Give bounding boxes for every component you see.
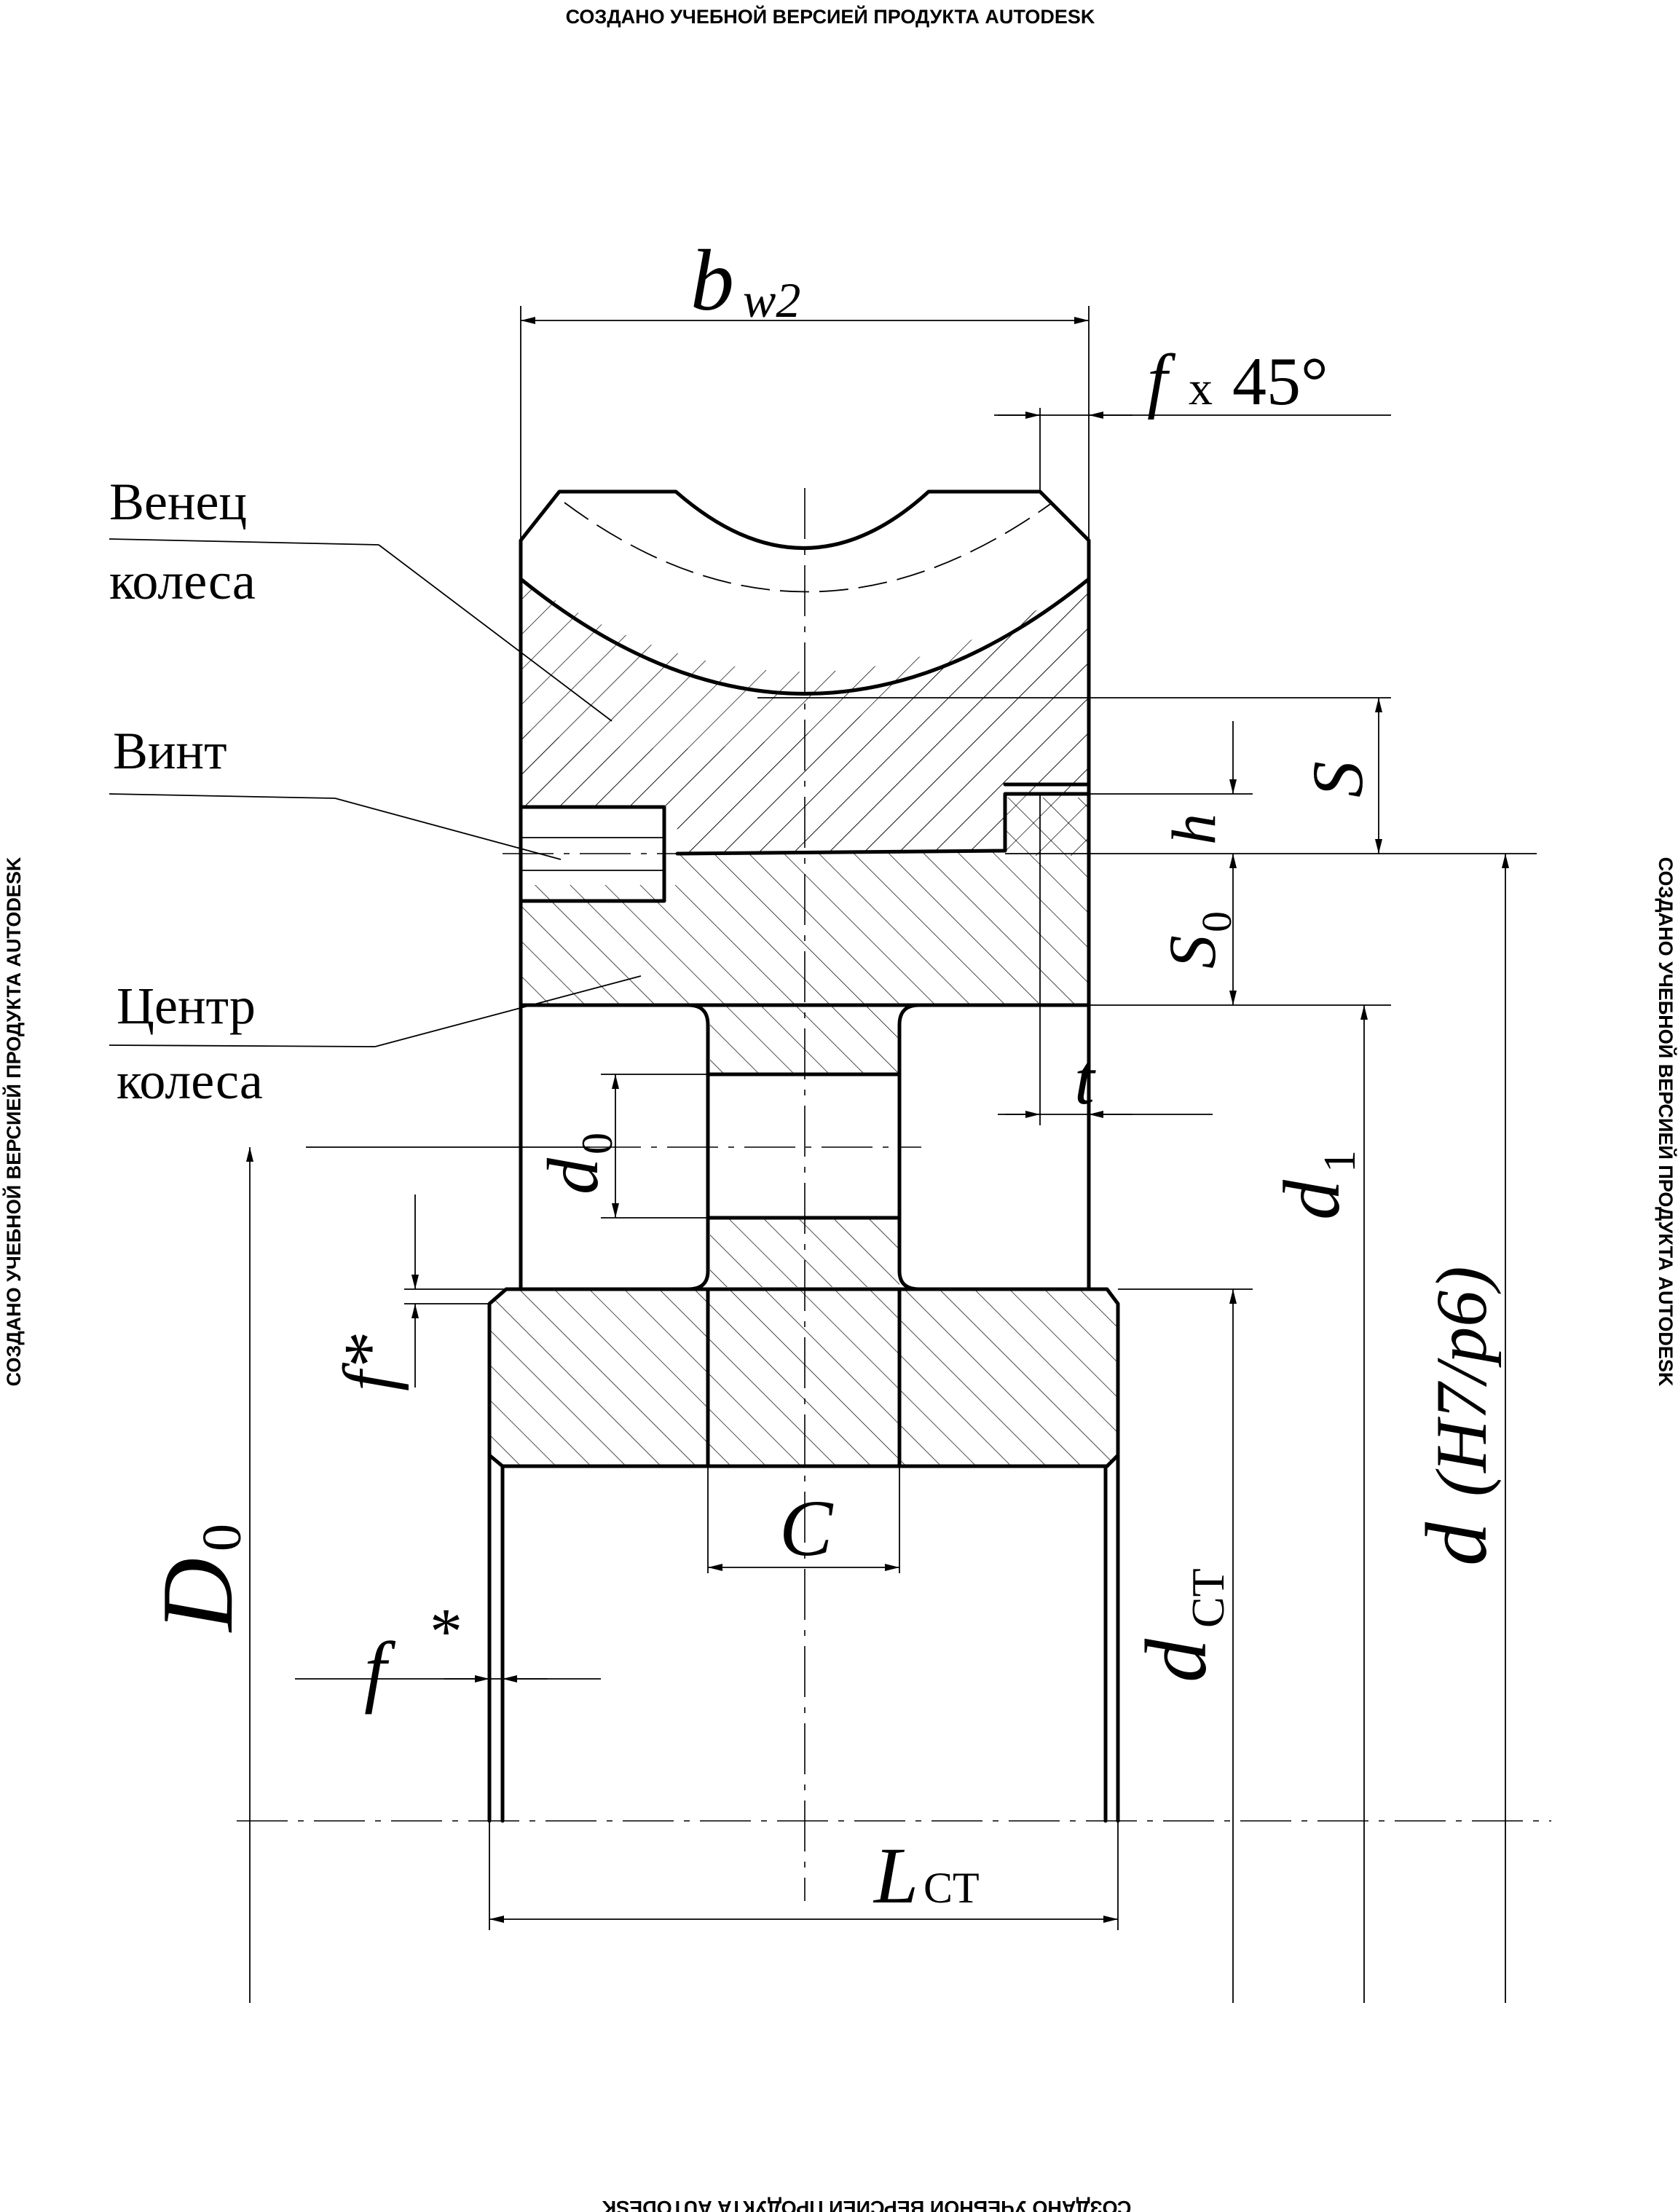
label-center-line1: Центр bbox=[117, 977, 256, 1035]
rim-groove-arc bbox=[519, 577, 1091, 696]
dim-label-D0-sub: 0 bbox=[192, 1524, 253, 1551]
label-rim-line2: колеса bbox=[109, 552, 256, 610]
rim-hatch-main bbox=[521, 579, 1089, 854]
leader-center-2 bbox=[374, 975, 642, 1047]
label-rim-line1: Венец bbox=[109, 473, 247, 531]
leader-screw-2 bbox=[334, 798, 562, 860]
dim-label-chamfer-x: x bbox=[1189, 362, 1213, 415]
dim-label-bw2: b bbox=[690, 232, 734, 328]
dim-label-fstar-v: f* bbox=[328, 1334, 409, 1391]
dim-label-d0: d bbox=[532, 1157, 613, 1194]
dim-label-S0-sub: 0 bbox=[1193, 911, 1240, 932]
leader-center bbox=[109, 1044, 376, 1047]
label-screw: Винт bbox=[113, 722, 227, 780]
dim-label-fstar-h: f bbox=[364, 1626, 396, 1715]
label-center-line2: колеса bbox=[117, 1052, 263, 1110]
dim-label-Lst-sub: СТ bbox=[923, 1864, 980, 1912]
pitch-arc bbox=[564, 502, 1053, 593]
dim-label-D0: D bbox=[141, 1558, 254, 1633]
rim-outline bbox=[519, 489, 1091, 1291]
dim-label-d0-sub: 0 bbox=[573, 1133, 621, 1154]
watermark-bottom: СОЗДАНО УЧЕБНОЙ ВЕРСИЕЙ ПРОДУКТА AUTODES… bbox=[602, 2197, 1131, 2212]
leader-rim-2 bbox=[378, 544, 612, 722]
dim-label-fit-spec: (H7/p6) bbox=[1421, 1266, 1502, 1497]
dim-label-dst-sub: СТ bbox=[1182, 1568, 1234, 1628]
dim-label-chamfer-angle: 45° bbox=[1232, 344, 1328, 420]
rim-center-boundary bbox=[675, 792, 1091, 856]
dim-label-d-fit: d bbox=[1408, 1522, 1505, 1566]
dim-label-S0: S bbox=[1155, 935, 1229, 969]
dim-label-t: t bbox=[1074, 1039, 1096, 1119]
dim-label-C: C bbox=[779, 1484, 834, 1573]
dim-label-Lst: L bbox=[873, 1831, 918, 1920]
dim-label-S: S bbox=[1297, 761, 1378, 798]
watermark-right: СОЗДАНО УЧЕБНОЙ ВЕРСИЕЙ ПРОДУКТА AUTODES… bbox=[1655, 857, 1677, 1387]
dim-label-fstar-h-star: * bbox=[430, 1596, 462, 1668]
dim-label-bw2-sub: w2 bbox=[743, 272, 800, 328]
leader-screw bbox=[109, 793, 336, 799]
dim-label-h: h bbox=[1159, 814, 1229, 845]
dim-label-d1: d bbox=[1267, 1179, 1356, 1220]
leader-rim bbox=[109, 538, 379, 546]
watermark-left: СОЗДАНО УЧЕБНОЙ ВЕРСИЕЙ ПРОДУКТА AUTODES… bbox=[2, 857, 25, 1386]
hub-hatch bbox=[489, 1289, 1118, 1466]
center-body-right-window bbox=[897, 1003, 1091, 1291]
dim-label-dst: d bbox=[1127, 1638, 1224, 1682]
watermark-top: СОЗДАНО УЧЕБНОЙ ВЕРСИЕЙ ПРОДУКТА AUTODES… bbox=[566, 5, 1095, 28]
dim-label-chamfer-f: f bbox=[1147, 339, 1176, 420]
dim-label-d1-sub: 1 bbox=[1315, 1150, 1365, 1173]
